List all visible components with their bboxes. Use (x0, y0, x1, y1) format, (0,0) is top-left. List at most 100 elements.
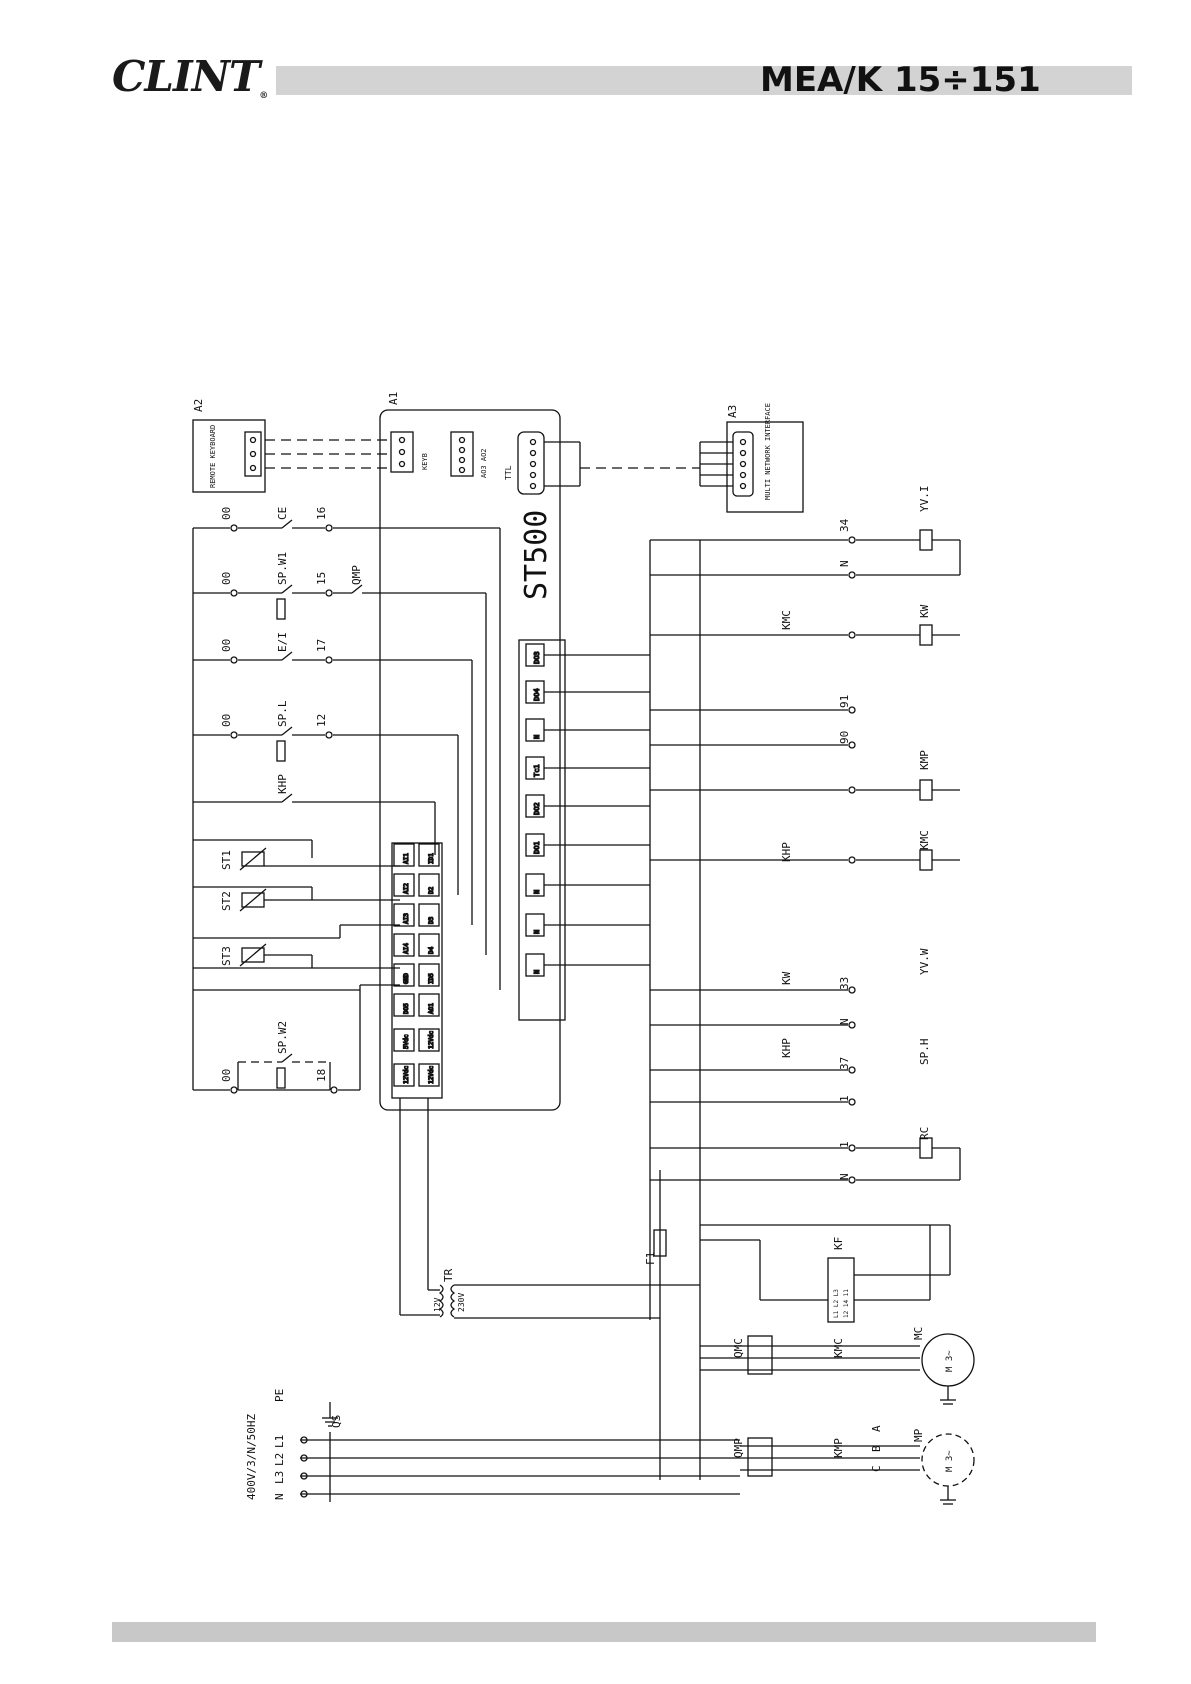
load-label-kmp: KMP (918, 750, 931, 770)
label-remote-keyboard: REMOTE KEYBOARD (209, 425, 217, 488)
remote-keyboard-a2 (192, 419, 266, 493)
transformer-high: 230V (457, 1293, 466, 1312)
relay-terminal-label: N (533, 970, 541, 974)
io-terminal-label: D2 (428, 886, 435, 894)
terminal-label: N (838, 1173, 851, 1180)
header-bar (276, 66, 1132, 95)
switch-label-ce: CE (276, 507, 289, 520)
terminal-label: 17 (315, 639, 328, 652)
switch-label-khp: KHP (276, 774, 289, 794)
footer-bar (112, 1622, 1096, 1642)
load-label-yvw: YV.W (918, 948, 931, 975)
io-terminal-label: AO1 (428, 1003, 435, 1014)
io-terminal-label: DO5 (403, 1003, 410, 1014)
terminal-point (848, 631, 856, 639)
sensor-label-st1: ST1 (220, 850, 233, 870)
phase-monitor-label: KF (832, 1237, 845, 1250)
io-terminal-label: GND (403, 973, 410, 984)
relay-terminal-label: N (533, 930, 541, 934)
terminal-point (848, 1144, 856, 1152)
supply-terminal-l3: L3 (273, 1471, 286, 1484)
io-terminal-label: 12Vdc (428, 1031, 435, 1049)
label-a2: A2 (192, 399, 205, 412)
switch-label-spl: SP.L (276, 700, 289, 727)
supply-terminal (300, 1454, 308, 1462)
brand-logo: CLINT® (112, 52, 268, 101)
switch-label-spw1: SP.W1 (276, 552, 289, 585)
switch-label-sph: SP.H (918, 1039, 931, 1066)
relay-terminal-label: DO4 (533, 688, 541, 701)
io-terminal-label: AI4 (403, 943, 410, 954)
load-label-kw: KW (918, 604, 931, 618)
terminal-point (848, 1176, 856, 1184)
contactor-label-kmp: KMP (832, 1438, 845, 1458)
motor-symbol: M 3~ (945, 1450, 955, 1472)
terminal-point (848, 706, 856, 714)
terminal-point (848, 536, 856, 544)
terminal-label: 00 (220, 714, 233, 727)
load-label-kmc: KMC (918, 830, 931, 850)
io-terminal (418, 903, 440, 927)
terminal-point (848, 986, 856, 994)
label-multi-network: MULTI NETWORK INTERFACE (764, 403, 772, 500)
io-terminal-label: AI1 (403, 853, 410, 864)
io-terminal-label: 12Vdc (428, 1066, 435, 1084)
io-terminal (393, 933, 415, 957)
label-a1: A1 (387, 392, 400, 405)
model-title: MEA/K 15÷151 (760, 60, 1041, 100)
label-keyb: KEYB (421, 453, 429, 470)
phase-monitor-terms: 12 14 11 (843, 1289, 850, 1318)
terminal-label: 15 (315, 572, 328, 585)
supply-label: 400V/3/N/50HZ (245, 1414, 258, 1500)
io-terminal (393, 843, 415, 867)
terminal-label: 91 (838, 695, 851, 708)
io-terminal (418, 1063, 440, 1087)
terminal-label: N (838, 560, 851, 567)
relay-output-block (518, 639, 566, 1021)
terminal-point (848, 571, 856, 579)
terminal-label: 90 (838, 731, 851, 744)
terminal-point (848, 1021, 856, 1029)
breaker-label-qmp: QMP (732, 1438, 745, 1458)
relay-terminal-label: DO2 (533, 802, 541, 815)
supply-terminal-l1: L1 (273, 1435, 286, 1448)
relay-terminal-label: DO1 (533, 841, 541, 854)
load-label-khp: KHP (780, 1038, 793, 1058)
io-terminal (393, 1028, 415, 1052)
switch-label-qmp: QMP (350, 565, 363, 585)
supply-terminal (300, 1436, 308, 1444)
switch-label-kmc: KMC (780, 610, 793, 630)
terminal-label: 00 (220, 507, 233, 520)
supply-terminal (300, 1490, 308, 1498)
pump-term-c: C (870, 1465, 883, 1472)
terminal-point (848, 741, 856, 749)
contactor-label-kmc: KMC (832, 1338, 845, 1358)
coil-symbol (919, 624, 933, 646)
label-ttl: TTL (504, 465, 513, 480)
load-label-rc: RC (918, 1127, 931, 1140)
phase-monitor-terms: L1 L2 L3 (833, 1289, 840, 1318)
terminal-point (848, 786, 856, 794)
relay-terminal-label: N (533, 735, 541, 739)
io-terminal (418, 993, 440, 1017)
controller-name: ST500 (519, 510, 554, 600)
heater-symbol (919, 1137, 933, 1159)
load-label-yvi: YV.I (918, 486, 931, 513)
terminal-label: 33 (838, 977, 851, 990)
io-terminal (393, 1063, 415, 1087)
terminal-label: 1 (838, 1095, 851, 1102)
relay-terminal-label: N (533, 890, 541, 894)
network-interface-a3 (726, 421, 804, 513)
io-terminal (393, 873, 415, 897)
io-terminal-label: 12Vdc (403, 1066, 410, 1084)
terminal-label: 37 (838, 1057, 851, 1070)
terminal-label: 00 (220, 639, 233, 652)
io-terminal-label: ID5 (428, 973, 435, 984)
supply-terminal-l2: L2 (273, 1453, 286, 1466)
coil-symbol (919, 779, 933, 801)
io-terminal (418, 1028, 440, 1052)
io-terminal (393, 903, 415, 927)
io-terminal (418, 963, 440, 987)
terminal-label: 00 (220, 1069, 233, 1082)
